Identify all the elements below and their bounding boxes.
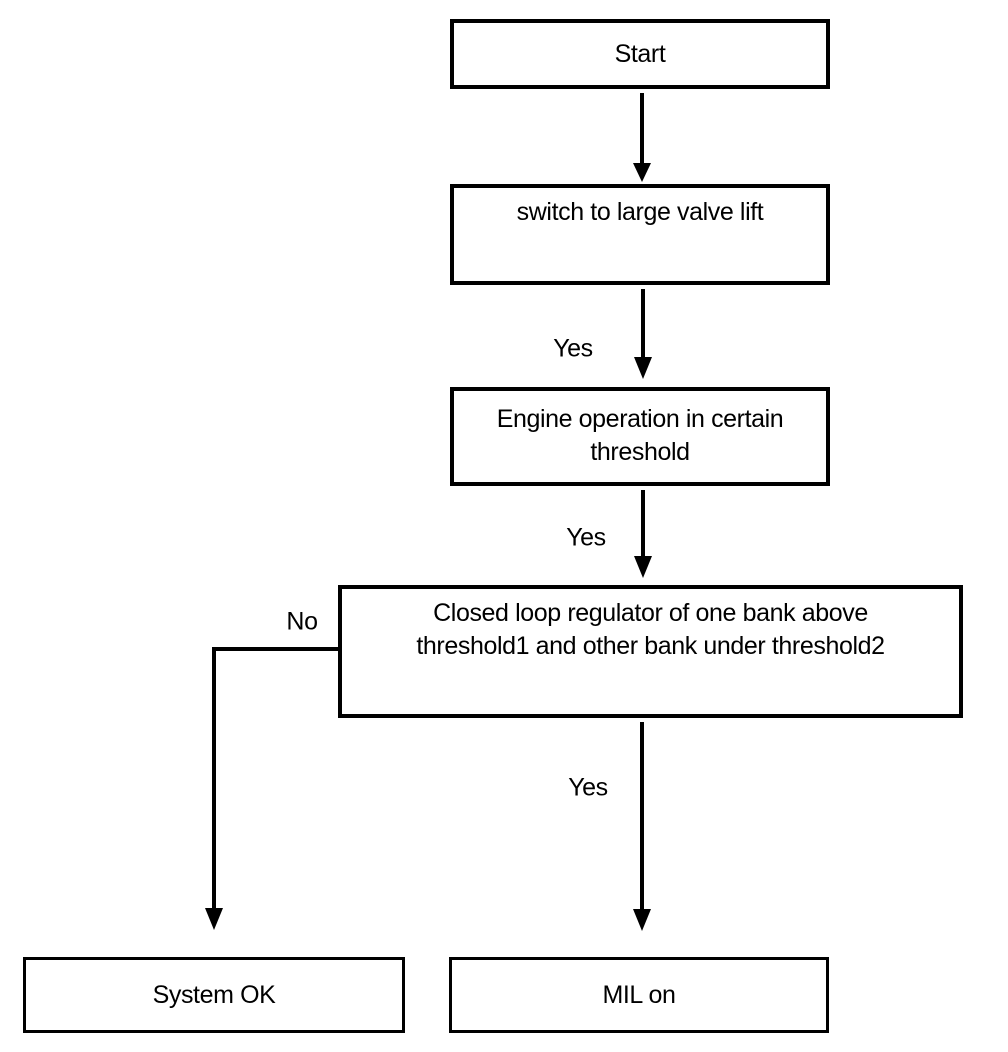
arrow-closed-loop-to-system-ok bbox=[205, 647, 338, 930]
edge-label-yes-switch-to-engine: Yes bbox=[553, 334, 593, 363]
edge-label-no-closed-loop-to-system-ok: No bbox=[286, 607, 318, 636]
flowchart-node-system-ok: System OK bbox=[23, 957, 405, 1033]
node-start-label: Start bbox=[614, 39, 666, 68]
flowchart-node-start: Start bbox=[450, 19, 830, 89]
flowchart-node-switch-large-valve-lift: switch to large valve lift bbox=[450, 184, 830, 285]
node-switch-label: switch to large valve lift bbox=[516, 198, 764, 226]
arrow-engine-to-closed-loop bbox=[634, 490, 652, 578]
node-engine-label: Engine operation in certain threshold bbox=[496, 405, 784, 466]
flowchart-node-engine-operation-threshold: Engine operation in certain threshold bbox=[450, 387, 830, 486]
arrow-start-to-switch bbox=[633, 93, 651, 182]
node-system-ok-label: System OK bbox=[152, 980, 276, 1009]
node-mil-on-label: MIL on bbox=[602, 980, 676, 1009]
arrow-switch-to-engine bbox=[634, 289, 652, 379]
flowchart-node-closed-loop-regulator: Closed loop regulator of one bank above … bbox=[338, 585, 963, 718]
flowchart-node-mil-on: MIL on bbox=[449, 957, 829, 1033]
arrow-closed-loop-to-mil-on bbox=[633, 722, 651, 931]
edge-label-yes-engine-to-closed-loop: Yes bbox=[566, 523, 606, 552]
node-closed-loop-label: Closed loop regulator of one bank above … bbox=[416, 599, 885, 660]
edge-label-yes-closed-loop-to-mil-on: Yes bbox=[568, 773, 608, 802]
